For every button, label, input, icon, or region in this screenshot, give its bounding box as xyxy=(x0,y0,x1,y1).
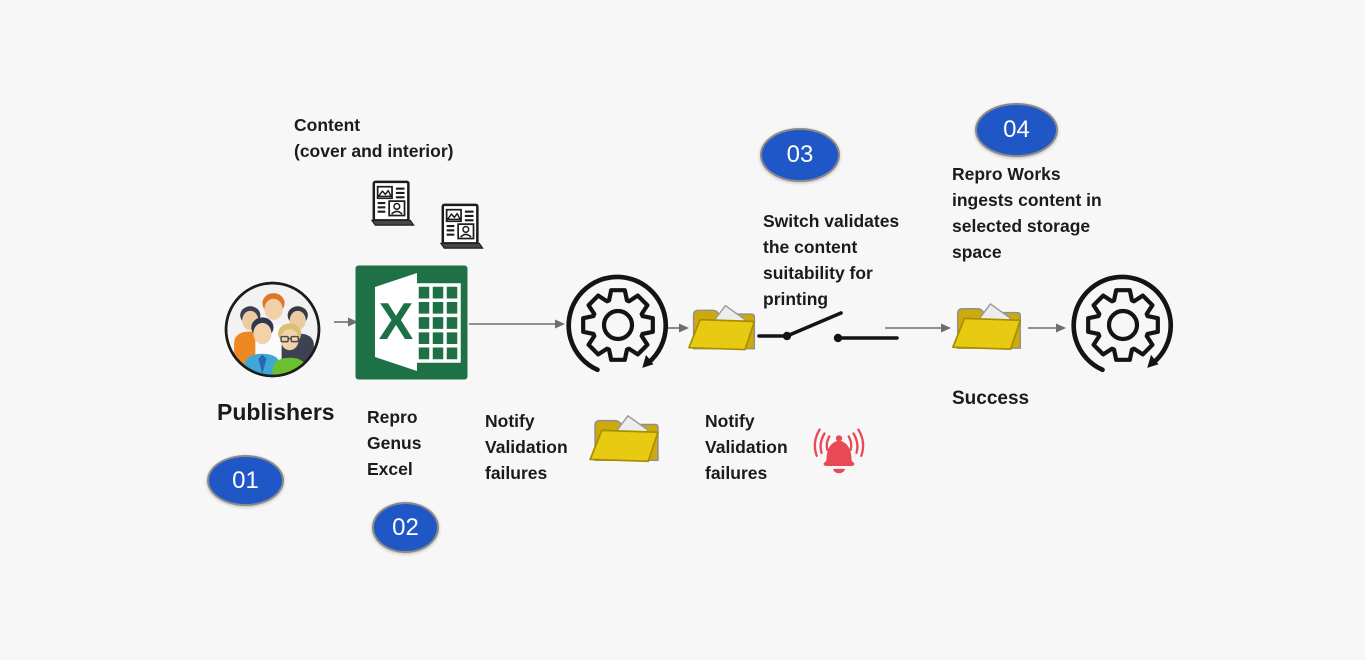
repro-genus-excel-label: Repro Genus Excel xyxy=(367,404,421,482)
content-label-line2: (cover and interior) xyxy=(294,141,454,161)
flow-arrow xyxy=(668,323,689,333)
badge-number: 04 xyxy=(1003,116,1030,143)
flow-arrow xyxy=(1028,323,1066,333)
notify2-line2: Validation xyxy=(705,437,788,457)
switch-validates-line2: the content xyxy=(763,237,858,257)
notify2-line3: failures xyxy=(705,463,768,483)
repro-genus-line3: Excel xyxy=(367,459,413,479)
electrical-switch-icon xyxy=(757,311,899,343)
badge-number: 02 xyxy=(392,513,419,541)
repro-works-line3: selected storage xyxy=(952,216,1091,236)
badge-number: 01 xyxy=(232,466,259,494)
repro-works-line4: space xyxy=(952,242,1002,262)
step-badge-03: 03 xyxy=(760,128,840,182)
excel-x-letter: X xyxy=(379,293,414,351)
notify1-line2: Validation xyxy=(485,437,568,457)
open-folder-icon xyxy=(950,298,1027,358)
bell-ring-icon xyxy=(813,428,865,474)
newspaper-icon xyxy=(369,179,417,229)
notify-failures-label-1: Notify Validation failures xyxy=(485,408,568,486)
excel-icon: X xyxy=(355,265,468,380)
step-badge-04: 04 xyxy=(975,103,1058,157)
notify2-line1: Notify xyxy=(705,411,755,431)
notify1-line3: failures xyxy=(485,463,548,483)
switch-validates-line4: printing xyxy=(763,289,829,309)
switch-validates-line1: Switch validates xyxy=(763,211,900,231)
flow-arrow xyxy=(334,317,358,327)
repro-works-line2: ingests content in xyxy=(952,190,1102,210)
gear-sync-icon xyxy=(562,269,674,381)
repro-works-label: Repro Works ingests content in selected … xyxy=(952,161,1102,265)
people-group-icon xyxy=(224,281,321,378)
newspaper-icon xyxy=(438,202,486,252)
flow-arrow xyxy=(885,323,951,333)
step-badge-02: 02 xyxy=(372,502,439,553)
flow-arrow xyxy=(469,319,565,329)
switch-validates-line3: suitability for xyxy=(763,263,873,283)
content-label-line1: Content xyxy=(294,115,361,135)
publishers-label: Publishers xyxy=(217,399,335,425)
open-folder-icon xyxy=(686,300,761,358)
step-badge-01: 01 xyxy=(207,455,284,506)
gear-sync-icon xyxy=(1067,269,1179,381)
repro-works-line1: Repro Works xyxy=(952,164,1061,184)
badge-number: 03 xyxy=(786,141,814,168)
repro-genus-line1: Repro xyxy=(367,407,418,427)
notify-failures-label-2: Notify Validation failures xyxy=(705,408,788,486)
open-folder-icon xyxy=(587,410,665,470)
switch-validates-label: Switch validates the content suitability… xyxy=(763,208,899,312)
repro-genus-line2: Genus xyxy=(367,433,422,453)
notify1-line1: Notify xyxy=(485,411,535,431)
content-label: Content (cover and interior) xyxy=(294,112,453,164)
success-label: Success xyxy=(952,388,1030,409)
